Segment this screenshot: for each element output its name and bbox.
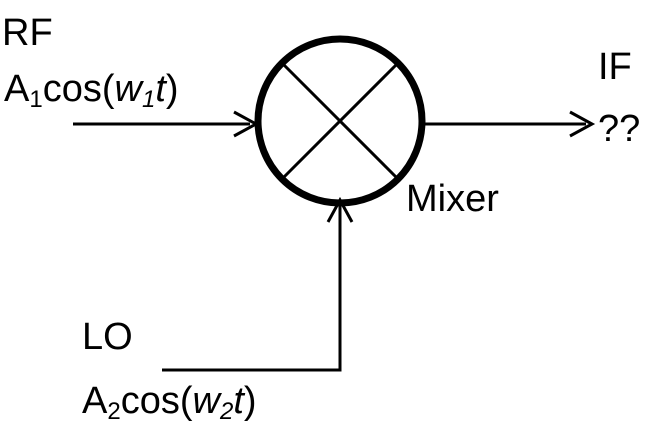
rf-signal-expression: A1cos(w1t) bbox=[4, 68, 179, 113]
if-output-arrow bbox=[424, 110, 596, 138]
lo-input-arrow bbox=[162, 196, 354, 372]
rf-label: RF bbox=[2, 12, 53, 54]
lo-label: LO bbox=[82, 316, 133, 358]
if-value: ?? bbox=[598, 108, 641, 150]
rf-input-arrow bbox=[73, 110, 260, 138]
lo-signal-expression: A2cos(w2t) bbox=[82, 380, 257, 425]
if-label: IF bbox=[598, 46, 632, 88]
mixer-label: Mixer bbox=[406, 178, 499, 220]
mixer-symbol bbox=[254, 35, 426, 207]
